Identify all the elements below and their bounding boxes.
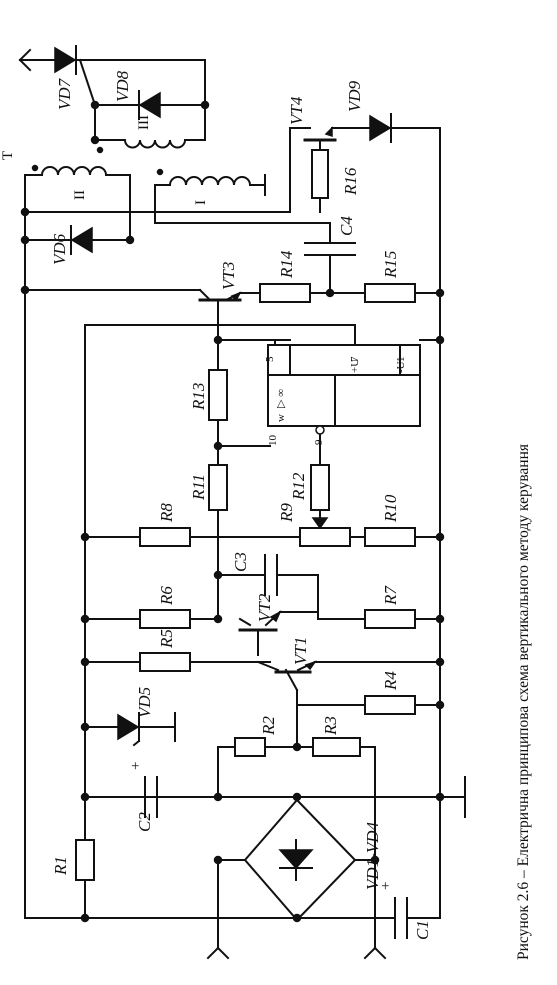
- label-transformer-t: Т: [0, 151, 16, 160]
- polarity-c2: +: [128, 762, 144, 770]
- diode-vd5: [114, 712, 176, 747]
- resistor-r5: [139, 652, 191, 672]
- label-r16: R16: [341, 167, 360, 196]
- label-winding-i: I: [193, 200, 209, 205]
- transistor-vt4: [303, 126, 337, 142]
- diode-vd6: [59, 225, 96, 255]
- capacitor-c4: [304, 242, 356, 266]
- label-r12: R12: [289, 472, 308, 501]
- label-r8: R8: [157, 503, 176, 523]
- label-r4: R4: [381, 671, 400, 691]
- label-vt2: VT2: [255, 593, 274, 622]
- capacitor-c2: [84, 776, 219, 818]
- transistor-vt1: [274, 660, 317, 674]
- terminal-bottom-left: [206, 946, 230, 960]
- label-c1: C1: [413, 920, 432, 940]
- label-c3: C3: [231, 552, 250, 572]
- label-vd5: VD5: [135, 687, 154, 718]
- label-vd6: VD6: [50, 233, 69, 265]
- label-c2: C2: [135, 812, 154, 832]
- label-r3: R3: [321, 716, 340, 736]
- opamp-pin-9: 9: [313, 439, 325, 445]
- transistor-vt3: [198, 291, 242, 302]
- label-r14: R14: [277, 250, 296, 279]
- resistor-r14: [259, 283, 311, 303]
- label-r10: R10: [381, 494, 400, 523]
- opamp-w: w: [275, 414, 287, 422]
- resistor-r11: [208, 464, 228, 511]
- resistor-r9: [299, 527, 351, 547]
- label-vt3: VT3: [219, 262, 238, 290]
- resistors: [75, 149, 416, 881]
- label-r2: R2: [259, 716, 278, 736]
- resistor-r12: [310, 464, 330, 511]
- label-winding-ii: II: [72, 190, 88, 200]
- component-labels: VD7 VD8 VD9 VT4 R16 Т II I III VD6 C4 R1…: [0, 70, 432, 940]
- label-r6: R6: [157, 586, 176, 606]
- resistor-r6: [139, 609, 191, 629]
- junction-dots: [20, 100, 445, 923]
- polarity-c1: +: [378, 882, 394, 890]
- label-r15: R15: [381, 251, 400, 279]
- label-r13: R13: [189, 383, 208, 411]
- opamp-minus-u: -U: [395, 361, 407, 373]
- resistor-r8: [139, 527, 191, 547]
- diode-vd7: [49, 45, 81, 75]
- opamp-pin-5: 5: [264, 356, 276, 362]
- potentiometer-wiper-r9: [311, 517, 329, 530]
- label-r7: R7: [381, 585, 400, 606]
- label-winding-iii: III: [136, 115, 152, 130]
- opamp-pin-1: 1: [395, 357, 407, 363]
- resistor-r4: [364, 695, 416, 715]
- label-r11: R11: [189, 474, 208, 501]
- capacitor-c3: [264, 554, 289, 596]
- terminal-bottom-right: [363, 946, 387, 960]
- capacitor-c1: [394, 897, 416, 939]
- resistor-r2: [234, 737, 266, 757]
- resistor-r10: [364, 527, 416, 547]
- figure-caption: Рисунок 2.6 – Електрична принципова схем…: [515, 444, 532, 960]
- resistor-r16: [311, 149, 329, 199]
- transformer-t: [31, 138, 252, 187]
- label-vd9: VD9: [345, 80, 364, 112]
- label-vd8: VD8: [113, 70, 132, 102]
- opamp-symbol: ▷ ∞: [275, 389, 287, 408]
- label-vd1-vd4: VD1-VD4: [363, 822, 382, 890]
- label-vd7: VD7: [55, 77, 74, 110]
- resistor-r15: [364, 283, 416, 303]
- transistor-vt2: [238, 610, 282, 632]
- resistor-r3: [312, 737, 361, 757]
- label-vt1: VT1: [291, 637, 310, 665]
- resistor-r1: [75, 839, 95, 881]
- diode-vd8: [124, 90, 166, 120]
- resistor-r7: [364, 609, 416, 629]
- diode-vd9: [364, 113, 396, 143]
- label-r5: R5: [157, 629, 176, 649]
- label-vt4: VT4: [287, 96, 306, 125]
- opamp-pin-7: 7: [349, 356, 361, 362]
- opamp-plus-u: +U: [349, 359, 361, 373]
- diode-bridge-vd1-vd4: [243, 798, 357, 922]
- label-c4: C4: [337, 216, 356, 236]
- label-r1: R1: [51, 856, 70, 876]
- label-r9: R9: [277, 503, 296, 523]
- op-amp: 5 7 1 10 9 +U -U w ▷ ∞: [264, 344, 421, 447]
- opamp-pin-10: 10: [267, 435, 279, 447]
- resistor-r13: [208, 369, 228, 421]
- terminal-top: [18, 48, 32, 72]
